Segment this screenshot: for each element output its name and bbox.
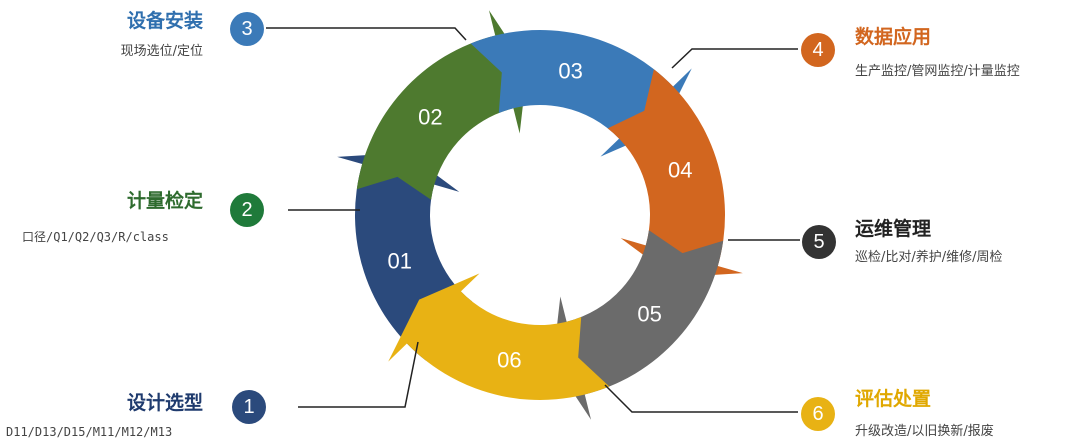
stage-5-title: 运维管理: [855, 218, 932, 240]
stage-6-badge: 6: [801, 397, 835, 431]
stage-2-badge: 2: [230, 193, 264, 227]
leader-line-6: [604, 384, 798, 413]
cycle-label-02: 02: [418, 104, 442, 129]
cycle-arrow-06: [388, 273, 610, 401]
stage-1-title: 设计选型: [126, 392, 203, 414]
cycle-segment-labels: 01 02 03 04 05 06: [387, 59, 692, 373]
cycle-label-05: 05: [637, 302, 661, 327]
stage-2-title: 计量检定: [126, 190, 203, 212]
stage-5-badge: 5: [802, 225, 836, 259]
cycle-label-06: 06: [497, 347, 521, 372]
cycle-segments: [337, 10, 743, 420]
cycle-label-01: 01: [387, 249, 411, 274]
stage-1-badge: 1: [232, 390, 266, 424]
stage-3-badge: 3: [230, 12, 264, 46]
stage-3-title: 设备安装: [126, 10, 203, 32]
cycle-label-03: 03: [558, 59, 582, 84]
cycle-label-04: 04: [668, 157, 692, 182]
stage-4-title: 数据应用: [855, 26, 932, 48]
stage-4-badge: 4: [801, 33, 835, 67]
cycle-arrow-02: [356, 10, 528, 200]
stage-5-subtitle: 巡检/比对/养护/维修/周检: [855, 250, 1003, 265]
cycle-arrow-04: [607, 69, 743, 278]
stage-3-subtitle: 现场选位/定位: [120, 44, 203, 59]
stage-4-subtitle: 生产监控/管网监控/计量监控: [855, 64, 1020, 79]
stage-6-title: 评估处置: [855, 388, 932, 410]
stage-6-subtitle: 升级改造/以旧换新/报废: [855, 424, 994, 439]
leader-line-1: [298, 341, 419, 408]
stage-1-subtitle: D11/D13/D15/M11/M12/M13: [6, 425, 173, 439]
stage-2-subtitle: 口径/Q1/Q2/Q3/R/class: [22, 230, 169, 244]
leader-line-4: [671, 48, 798, 69]
leader-line-3: [266, 27, 467, 41]
cycle-arrow-05: [552, 230, 724, 420]
